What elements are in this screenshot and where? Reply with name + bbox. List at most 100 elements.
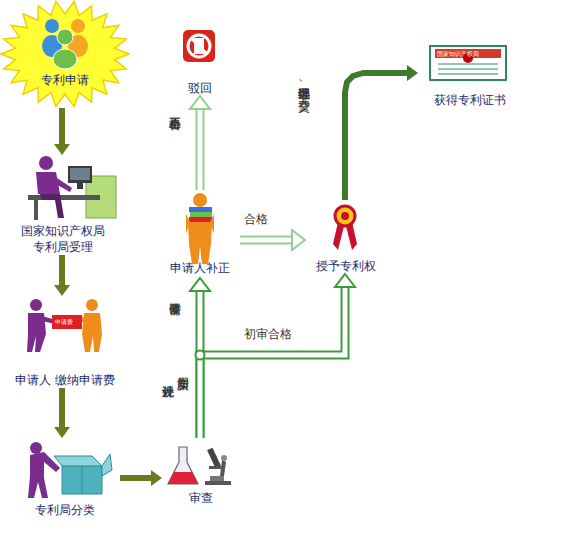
flow-arrow (54, 108, 70, 155)
sorting-icon-part (82, 466, 83, 494)
applicant-icon-part (188, 222, 212, 264)
node-label: 申请人补正 (170, 260, 230, 276)
step-box: 申请人 缴纳申请费 (15, 296, 115, 388)
start-burst: 专利申请 (0, 0, 130, 108)
arrow-shaft (59, 388, 65, 427)
flow-arrow (54, 255, 70, 296)
sorting-icon-part (54, 456, 102, 466)
payment-icon (27, 299, 102, 352)
people-icon (42, 19, 88, 69)
outline-arrow (240, 230, 305, 250)
certificate-icon-part (438, 69, 498, 70)
correction-box: 申请人补正 (160, 190, 240, 278)
clerk-icon-part (40, 194, 64, 218)
arrow-shaft (345, 73, 407, 200)
lab-icon-part (205, 481, 231, 485)
payment-icon-part (27, 313, 46, 352)
lab-icon-part (207, 448, 221, 469)
people-icon-part (45, 19, 59, 33)
starburst-outline (0, 0, 130, 108)
arrow-head (54, 427, 70, 438)
node-label: 国家知识产权局 专利局受理 (5, 223, 120, 255)
node-label: 审查 (189, 490, 213, 506)
node-label: 获得专利证书 (434, 92, 506, 108)
flow-arrow (54, 388, 70, 438)
node-label: 驳回 (188, 80, 212, 96)
clerk-icon-part (70, 168, 90, 180)
clerk-icon-part (34, 200, 38, 220)
medal-icon-part (341, 212, 349, 220)
node-label: 授予专利权 (316, 258, 376, 274)
lab-icon-part (220, 460, 226, 476)
people-icon-part (53, 49, 77, 69)
arrow-head (292, 230, 305, 250)
sorting-icon-part (62, 466, 102, 494)
lab-icon (168, 447, 231, 485)
arrow-shaft-inner (198, 109, 203, 190)
arrow-shaft (200, 287, 345, 438)
step-box: 国家知识产权局 专利局受理 (5, 155, 120, 255)
reject-icon-part (194, 38, 204, 54)
lab-icon-part (168, 472, 198, 484)
medal-icon-part (335, 206, 355, 226)
applicant-icon-part (189, 207, 212, 212)
flow-arrow (120, 470, 162, 486)
clerk-icon-part (77, 183, 83, 189)
certificate-icon (430, 46, 506, 80)
arrow-head (54, 285, 70, 296)
certificate-icon-part (463, 53, 473, 63)
applicant-icon-part (193, 193, 207, 207)
clerk-icon (28, 156, 116, 220)
people-icon-part (42, 35, 62, 57)
people-icon-part (71, 19, 85, 33)
arrow-head (54, 144, 70, 155)
arrow-head (190, 96, 210, 109)
node-label: 专利申请 (41, 72, 89, 88)
certificate-icon-part (435, 49, 501, 58)
clerk-icon-part (52, 176, 72, 192)
clerk-icon-part (28, 195, 100, 200)
outline-arrow (196, 274, 356, 438)
applicant-icon-part (190, 212, 212, 217)
arrow-shaft (196, 109, 205, 190)
medal-icon (333, 206, 357, 250)
payment-icon-part (76, 316, 86, 324)
node-label: 申请人 缴纳申请费 (15, 372, 115, 388)
arrow-head (335, 274, 355, 287)
payment-icon-part (86, 299, 98, 311)
arrow-shaft-inner (240, 238, 292, 243)
applicant-icon-part (189, 217, 212, 222)
review-box: 审查 (162, 438, 240, 506)
lab-icon-part (221, 455, 227, 461)
sorting-icon-part (30, 442, 42, 454)
node-label: 专利局分类 (35, 502, 95, 518)
edge-label: 办理登记手续、交费 (296, 78, 311, 170)
note-label: 国家知识产权局 (437, 50, 479, 57)
lab-icon-part (209, 466, 221, 469)
reject-icon-part (188, 35, 210, 57)
medal-icon-part (333, 222, 344, 250)
certificate-icon-part (430, 46, 506, 80)
people-icon-part (68, 35, 88, 57)
edge-label: 初审合格 (244, 327, 292, 342)
sorting-icon-part (102, 454, 112, 476)
arrow-shaft (59, 255, 65, 285)
clerk-icon-part (68, 166, 92, 183)
certificate-icon-part (438, 74, 498, 75)
certificate-box: 获得专利证书 (418, 42, 522, 108)
arrow-shaft (59, 108, 65, 144)
starburst-shape (1, 2, 129, 107)
arrow-head (190, 278, 210, 291)
arrow-head (151, 470, 162, 486)
sorting-icon-part (28, 452, 60, 498)
payment-icon-part (42, 316, 56, 324)
certificate-icon-part (438, 64, 498, 65)
lab-icon-part (168, 447, 198, 484)
applicant-icon-part (186, 214, 190, 234)
clerk-icon-part (36, 172, 60, 194)
step-box: 专利局分类 (10, 438, 120, 518)
medal-icon-part (346, 222, 357, 250)
edge-label: 合格 (244, 212, 268, 227)
